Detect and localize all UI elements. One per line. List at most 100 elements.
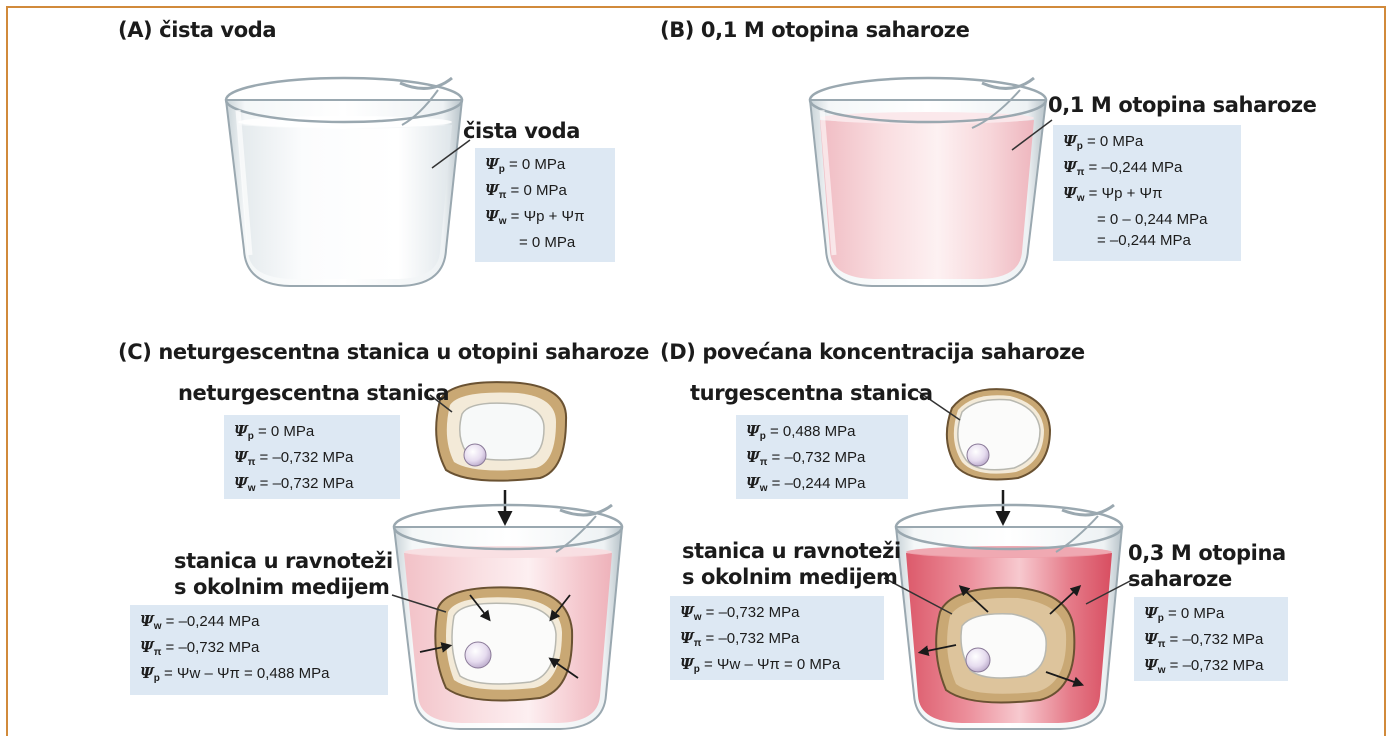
formula-line: Ψw = –0,732 MPa [234, 473, 390, 499]
formula-text: = Ψw – Ψπ = 0,488 MPa [159, 665, 330, 682]
pointer-line-b [1011, 119, 1053, 151]
formula-text: = Ψp + Ψπ [1084, 185, 1163, 202]
pressure-arrows-c [419, 594, 579, 679]
formula-line: Ψw = –0,244 MPa [140, 611, 378, 637]
formula-text: = 0 MPa [506, 182, 567, 199]
formula-line: Ψp = 0,488 MPa [746, 421, 898, 447]
panel-c-equilibrium-label-line2: s okolnim medijem [174, 575, 390, 599]
psi-symbol: Ψ [680, 629, 694, 647]
beaker-c [392, 503, 624, 730]
psi-subscript: w [1076, 193, 1085, 204]
psi-symbol: Ψ [485, 155, 499, 173]
turgid-cell-d [945, 388, 1052, 481]
formula-text: = –0,244 MPa [767, 475, 866, 492]
beaker-a [224, 76, 464, 287]
panel-b-title: (B) 0,1 M otopina saharoze [660, 18, 970, 42]
formula-line: Ψπ = –0,244 MPa [1063, 157, 1231, 183]
formula-text: = –0,732 MPa [161, 639, 260, 656]
formula-text: = 0 MPa [504, 156, 566, 173]
panel-c-equilibrium-label-line1: stanica u ravnoteži [174, 549, 393, 573]
formula-text: = 0 MPa [1082, 133, 1144, 150]
psi-subscript: p [247, 431, 254, 442]
formula-line: Ψp = 0 MPa [1144, 603, 1278, 629]
formula-text: = –0,244 MPa [161, 613, 260, 630]
psi-subscript: p [1157, 613, 1164, 624]
psi-subscript: π [759, 457, 768, 468]
formula-line: = 0 – 0,244 MPa [1063, 209, 1231, 230]
psi-symbol: Ψ [1144, 630, 1158, 648]
formula-text: = –0,732 MPa [255, 449, 354, 466]
psi-subscript: π [153, 647, 162, 658]
formula-text: = 0 MPa [253, 423, 315, 440]
formula-line: Ψπ = –0,732 MPa [746, 447, 898, 473]
formula-line: Ψp = Ψw – Ψπ = 0 MPa [680, 654, 874, 680]
formula-line: Ψπ = –0,732 MPa [680, 628, 874, 654]
formula-line: Ψw = Ψp + Ψπ [1063, 183, 1231, 209]
formula-line: Ψw = Ψp + Ψπ [485, 206, 605, 232]
psi-subscript: π [1157, 639, 1166, 650]
psi-symbol: Ψ [680, 655, 694, 673]
formula-text: = –0,244 MPa [1097, 232, 1191, 249]
panel-c-cell-label: neturgescentna stanica [178, 381, 450, 405]
formula-line: Ψπ = –0,732 MPa [1144, 629, 1278, 655]
psi-symbol: Ψ [234, 422, 248, 440]
pointer-line-a [431, 139, 471, 169]
formula-text: = 0,488 MPa [765, 423, 856, 440]
formula-text: = 0 MPa [1163, 605, 1225, 622]
psi-symbol: Ψ [234, 448, 248, 466]
formula-line: Ψp = 0 MPa [1063, 131, 1231, 157]
psi-subscript: w [693, 612, 702, 623]
psi-subscript: w [247, 483, 256, 494]
formula-text: = –0,732 MPa [255, 475, 354, 492]
psi-symbol: Ψ [234, 474, 248, 492]
panel-d-solution-label-line2: saharoze [1128, 567, 1232, 591]
psi-symbol: Ψ [1144, 604, 1158, 622]
formula-text: = 0 MPa [519, 234, 576, 251]
psi-symbol: Ψ [485, 207, 499, 225]
psi-subscript: p [1076, 141, 1083, 152]
psi-subscript: π [498, 190, 507, 201]
formula-line: = –0,244 MPa [1063, 230, 1231, 251]
psi-symbol: Ψ [746, 422, 760, 440]
psi-subscript: π [693, 638, 702, 649]
formula-line: Ψπ = –0,732 MPa [234, 447, 390, 473]
panel-b-label: 0,1 M otopina saharoze [1048, 93, 1317, 117]
psi-subscript: w [759, 483, 768, 494]
psi-subscript: p [693, 664, 700, 675]
pressure-arrows-d [917, 585, 1085, 687]
formula-line: Ψp = Ψw – Ψπ = 0,488 MPa [140, 663, 378, 689]
formula-line: Ψp = 0 MPa [234, 421, 390, 447]
psi-subscript: p [498, 164, 505, 175]
psi-symbol: Ψ [746, 448, 760, 466]
beaker-d [894, 503, 1124, 730]
panel-d-equilibrium-label-line1: stanica u ravnoteži [682, 539, 901, 563]
panel-d-equilibrium-label-line2: s okolnim medijem [682, 565, 898, 589]
psi-subscript: π [247, 457, 256, 468]
panel-d-solution-label-line1: 0,3 M otopina [1128, 541, 1286, 565]
formula-text: = –0,732 MPa [767, 449, 866, 466]
psi-subscript: p [759, 431, 766, 442]
psi-symbol: Ψ [140, 638, 154, 656]
psi-symbol: Ψ [1144, 656, 1158, 674]
formula-line: Ψp = 0 MPa [485, 154, 605, 180]
panel-c-title: (C) neturgescentna stanica u otopini sah… [118, 340, 650, 364]
psi-symbol: Ψ [140, 664, 154, 682]
formula-text: = Ψp + Ψπ [506, 208, 585, 225]
psi-symbol: Ψ [1063, 184, 1077, 202]
formula-line: Ψπ = –0,732 MPa [140, 637, 378, 663]
formula-text: = –0,732 MPa [1165, 631, 1264, 648]
psi-subscript: w [1157, 665, 1166, 676]
panel-d-title: (D) povećana koncentracija saharoze [660, 340, 1085, 364]
formula-line: Ψw = –0,732 MPa [1144, 655, 1278, 681]
formula-line: Ψw = –0,244 MPa [746, 473, 898, 499]
psi-subscript: w [498, 216, 507, 227]
psi-subscript: p [153, 673, 160, 684]
formula-line: Ψw = –0,732 MPa [680, 602, 874, 628]
formula-text: = –0,732 MPa [701, 630, 800, 647]
